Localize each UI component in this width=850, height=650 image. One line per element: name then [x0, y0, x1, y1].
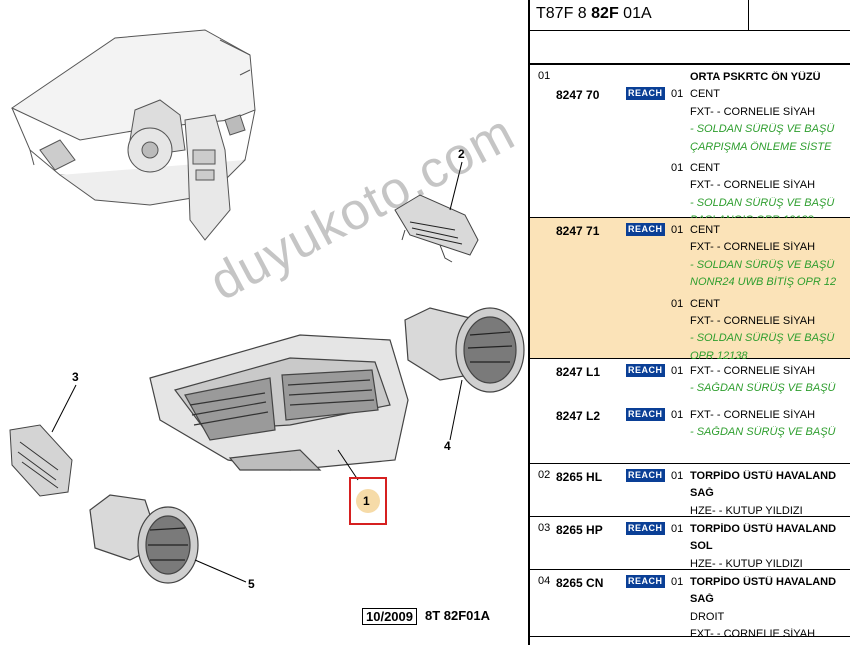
- reach-badge: REACH: [626, 469, 665, 482]
- part-reference[interactable]: 8247 L1: [556, 365, 601, 379]
- callout-1[interactable]: 1: [363, 494, 370, 508]
- part-description-line: OPR 12138: [690, 349, 748, 362]
- diagram-footer: 10/2009 8T 82F01A: [362, 608, 490, 625]
- callout-1-highlight: [349, 477, 387, 525]
- reach-badge: REACH: [626, 364, 665, 377]
- callout-5[interactable]: 5: [248, 577, 255, 591]
- part-quantity: 01: [671, 162, 684, 174]
- part-4-round-vent: [404, 307, 525, 393]
- part-quantity: 01: [671, 224, 684, 236]
- part-1-center-vent-panel: [149, 334, 409, 471]
- part-quantity: 01: [671, 365, 684, 377]
- callout-3[interactable]: 3: [72, 370, 79, 384]
- part-description-line: FXT- - CORNELIE SİYAH: [690, 628, 816, 641]
- part-3-side-vent: [9, 424, 73, 497]
- part-2-vent-bracket: [394, 194, 479, 263]
- part-description-line: NONR24 UWB BİTİŞ OPR 12: [690, 276, 837, 289]
- part-description-line: SOL: [690, 540, 713, 553]
- part-reference[interactable]: 8247 L2: [556, 409, 601, 423]
- part-description-line: CENT: [690, 88, 720, 101]
- parts-groups: 01 8247 70 REACH 01 ORTA PSKRTC ÖN YÜZÜ CENT F…: [530, 65, 850, 641]
- part-description-line: - SOLDAN SÜRÜŞ VE BAŞÜ: [690, 123, 835, 136]
- parts-group-3: 02 8265 HL REACH 01 TORPİDO ÜSTÜ HAVALAND SAĞ…: [530, 464, 850, 517]
- group-number: 02: [538, 469, 551, 481]
- parts-table: T87F 8 82F 01A 01 8247 70 REACH 01 ORTA PSKR…: [528, 0, 850, 645]
- part-description-line: SAĞ: [690, 593, 714, 606]
- part-description-line: - SOLDAN SÜRÜŞ VE BAŞÜ: [690, 332, 835, 345]
- callout-4[interactable]: 4: [444, 439, 451, 453]
- part-description-line: ÇARPIŞMA ÖNLEME SİSTE: [690, 140, 832, 153]
- part-reference[interactable]: 8247 70: [556, 88, 600, 103]
- diagram-drawing: 1 2 3 4 5: [9, 29, 525, 591]
- group-number: 01: [538, 70, 551, 82]
- part-description-line: FXT- - CORNELIE SİYAH: [690, 365, 816, 377]
- part-description-line: - SAĞDAN SÜRÜŞ VE BAŞÜ: [690, 426, 836, 439]
- reach-badge: REACH: [626, 408, 665, 421]
- parts-group-5: 04 8265 CN REACH 01 TORPİDO ÜSTÜ HAVALAND SAĞ…: [530, 570, 850, 641]
- part-description-line: ORTA PSKRTC ÖN YÜZÜ: [690, 71, 821, 83]
- part-description-line: FXT- - CORNELIE SİYAH: [690, 105, 816, 118]
- part-description-line: - SOLDAN SÜRÜŞ VE BAŞÜ: [690, 258, 835, 271]
- reach-badge: REACH: [626, 522, 665, 535]
- part-reference[interactable]: 8265 CN: [556, 576, 604, 590]
- part-quantity: 01: [671, 409, 684, 421]
- part-quantity: 01: [671, 523, 684, 535]
- reach-badge: REACH: [626, 575, 665, 588]
- parts-group-0: 01 8247 70 REACH 01 ORTA PSKRTC ÖN YÜZÜ CENT F…: [530, 65, 850, 226]
- part-description-line: CENT: [690, 162, 720, 174]
- table-header-blank: [530, 31, 850, 65]
- table-header-code: T87F 8 82F 01A: [536, 5, 652, 22]
- diagram-ref: 8T 82F01A: [425, 608, 491, 623]
- reach-badge: REACH: [626, 223, 665, 236]
- part-description-line: FXT- - CORNELIE SİYAH: [690, 241, 816, 254]
- part-reference[interactable]: 8247 71: [556, 224, 600, 238]
- parts-group-4: 03 8265 HP REACH 01 TORPİDO ÜSTÜ HAVALAND SOL…: [530, 517, 850, 570]
- part-5-round-vent: [89, 494, 199, 584]
- part-quantity: 01: [671, 576, 684, 588]
- group-number: 03: [538, 522, 551, 534]
- callout-2[interactable]: 2: [458, 147, 465, 161]
- part-description-line: TORPİDO ÜSTÜ HAVALAND: [690, 523, 837, 535]
- part-description-line: HZE- - KUTUP YILDIZI: [690, 504, 803, 517]
- part-description-line: - SAĞDAN SÜRÜŞ VE BAŞÜ: [690, 382, 836, 395]
- part-quantity: 01: [671, 470, 684, 482]
- part-description-line: CENT: [690, 297, 720, 310]
- dashboard-illustration: [10, 29, 256, 241]
- diagram-date: 10/2009: [362, 608, 417, 625]
- part-description-line: FXT- - CORNELIE SİYAH: [690, 179, 816, 192]
- part-reference[interactable]: 8265 HL: [556, 470, 603, 484]
- part-reference[interactable]: 8265 HP: [556, 523, 603, 537]
- part-quantity: 01: [671, 297, 684, 310]
- part-description-line: - SOLDAN SÜRÜŞ VE BAŞÜ: [690, 196, 835, 209]
- callout-1-circle: [356, 489, 380, 513]
- exploded-parts-diagram: 1 2 3 4 5 duyukoto.com 10/2009 8T 82F01A: [9, 29, 525, 625]
- part-description-line: FXT- - CORNELIE SİYAH: [690, 315, 816, 327]
- leader-lines: [51, 161, 463, 583]
- part-description-line: DROIT: [690, 610, 725, 623]
- part-description-line: TORPİDO ÜSTÜ HAVALAND: [690, 470, 837, 482]
- part-description-line: TORPİDO ÜSTÜ HAVALAND: [690, 576, 837, 588]
- part-quantity: 01: [671, 88, 684, 101]
- part-description-line: CENT: [690, 224, 720, 236]
- reach-badge: REACH: [626, 87, 665, 101]
- group-number: 04: [538, 575, 551, 587]
- part-description-line: FXT- - CORNELIE SİYAH: [690, 409, 816, 421]
- table-header: T87F 8 82F 01A: [530, 0, 850, 31]
- part-description-line: HZE- - KUTUP YILDIZI: [690, 557, 803, 570]
- part-description-line: SAĞ: [690, 487, 714, 500]
